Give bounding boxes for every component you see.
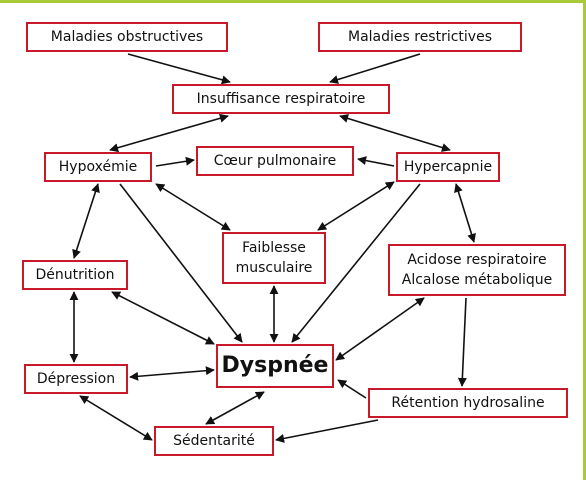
node-label-line2: musculaire [235,260,313,276]
arrow-hypoxemie-denutrition [72,183,100,259]
node-hypoxemie: Hypoxémie [44,152,152,182]
arrow-hypoxemie-dyspnee [119,183,243,343]
arrow-restrictives-insuffisance [329,53,421,84]
node-label-line1: Faiblesse [242,240,306,256]
arrow-insuffisance-hypoxemie [109,113,229,153]
node-label: Sédentarité [173,433,255,449]
node-label: Cœur pulmonaire [213,153,337,169]
node-insuffisance-respiratoire: Insuffisance respiratoire [172,84,390,114]
arrow-denutrition-dyspnee [111,291,215,345]
arrow-acidose-dyspnee [335,297,425,361]
arrow-retention-dyspnee [337,379,367,399]
arrow-hypercapnie-dyspnee [291,183,421,343]
node-maladies-restrictives: Maladies restrictives [318,22,522,52]
node-maladies-obstructives: Maladies obstructives [26,22,228,52]
arrow-depression-sedentarite [79,395,153,441]
arrow-hypercapnie-coeur [357,156,395,167]
node-label-line2: Alcalose métabolique [401,272,553,288]
node-label: Insuffisance respiratoire [196,91,366,107]
arrow-obstructives-insuffisance [127,53,231,85]
node-label: Rétention hydrosaline [391,395,545,411]
node-label: Maladies restrictives [347,29,493,45]
node-faiblesse-musculaire: Faiblesse musculaire [222,232,326,284]
arrow-insuffisance-hypercapnie [339,114,451,152]
node-hypercapnie: Hypercapnie [396,152,500,182]
arrow-hypercapnie-acidose [454,183,476,243]
node-label: Maladies obstructives [50,29,204,45]
arrow-dyspnee-depression [129,366,215,381]
node-acidose-alcalose: Acidose respiratoire Alcalose métaboliqu… [388,244,566,296]
node-dyspnee: Dyspnée [216,344,334,388]
node-depression: Dépression [24,364,128,394]
arrow-hypercapnie-faiblesse [317,181,395,231]
node-label-line1: Acidose respiratoire [407,252,547,268]
arrow-acidose-retention [457,297,467,387]
node-label: Dénutrition [35,267,115,283]
node-label: Dépression [36,371,116,387]
node-coeur-pulmonaire: Cœur pulmonaire [196,146,354,176]
node-label: Hypercapnie [403,159,493,175]
arrow-hypoxemie-coeur [155,156,195,167]
node-sedentarite: Sédentarité [154,426,274,456]
arrow-dyspnee-sedentarite [205,391,265,425]
node-denutrition: Dénutrition [22,260,128,290]
node-retention-hydrosaline: Rétention hydrosaline [368,388,568,418]
node-label: Hypoxémie [58,159,138,175]
node-label: Dyspnée [221,353,329,378]
arrow-hypoxemie-faiblesse [155,183,231,231]
arrow-retention-sedentarite [275,419,379,443]
